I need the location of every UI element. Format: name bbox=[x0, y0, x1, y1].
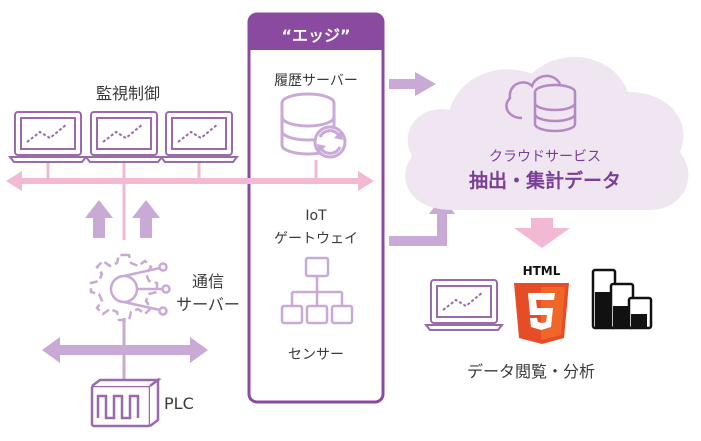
history-server-label: 履歴サーバー bbox=[274, 73, 358, 89]
communication-server-icon bbox=[89, 253, 171, 380]
comm-server-label-line2: サーバー bbox=[176, 295, 240, 314]
uplink-arrows bbox=[85, 200, 160, 238]
iot-gateway-label-line2: ゲートウェイ bbox=[274, 231, 358, 247]
download-arrow bbox=[514, 218, 570, 248]
analysis-monitor-icon bbox=[423, 279, 505, 331]
database-sync-icon bbox=[280, 92, 347, 159]
html5-logo-icon bbox=[514, 283, 569, 344]
power-bi-logo-icon bbox=[591, 268, 653, 330]
monitor-icon bbox=[83, 111, 165, 163]
edge-header: “エッジ” bbox=[281, 26, 351, 45]
plc-label: PLC bbox=[164, 394, 194, 413]
upload-arrow bbox=[389, 72, 436, 96]
sensor-label: センサー bbox=[288, 347, 344, 363]
monitor-icon bbox=[7, 111, 89, 163]
cloud-title: クラウドサービス bbox=[489, 149, 601, 165]
cloud-shape bbox=[405, 56, 689, 210]
plc-icon bbox=[90, 377, 162, 428]
monitor-icon bbox=[158, 111, 240, 163]
cloud-subtitle: 抽出・集計データ bbox=[468, 170, 621, 192]
comm-server-label-line1: 通信 bbox=[191, 272, 224, 291]
sensor-network-icon bbox=[280, 256, 354, 325]
field-network-arrow bbox=[42, 337, 208, 363]
monitoring-label: 監視制御 bbox=[95, 84, 160, 103]
network-bus bbox=[6, 160, 374, 240]
analysis-label: データ閲覧・分析 bbox=[466, 362, 595, 381]
iot-gateway-label-line1: IoT bbox=[305, 208, 327, 224]
cloud-database-icon bbox=[505, 74, 577, 133]
upload-arrow-elbow bbox=[389, 197, 455, 246]
html5-badge-text: HTML bbox=[522, 264, 561, 278]
